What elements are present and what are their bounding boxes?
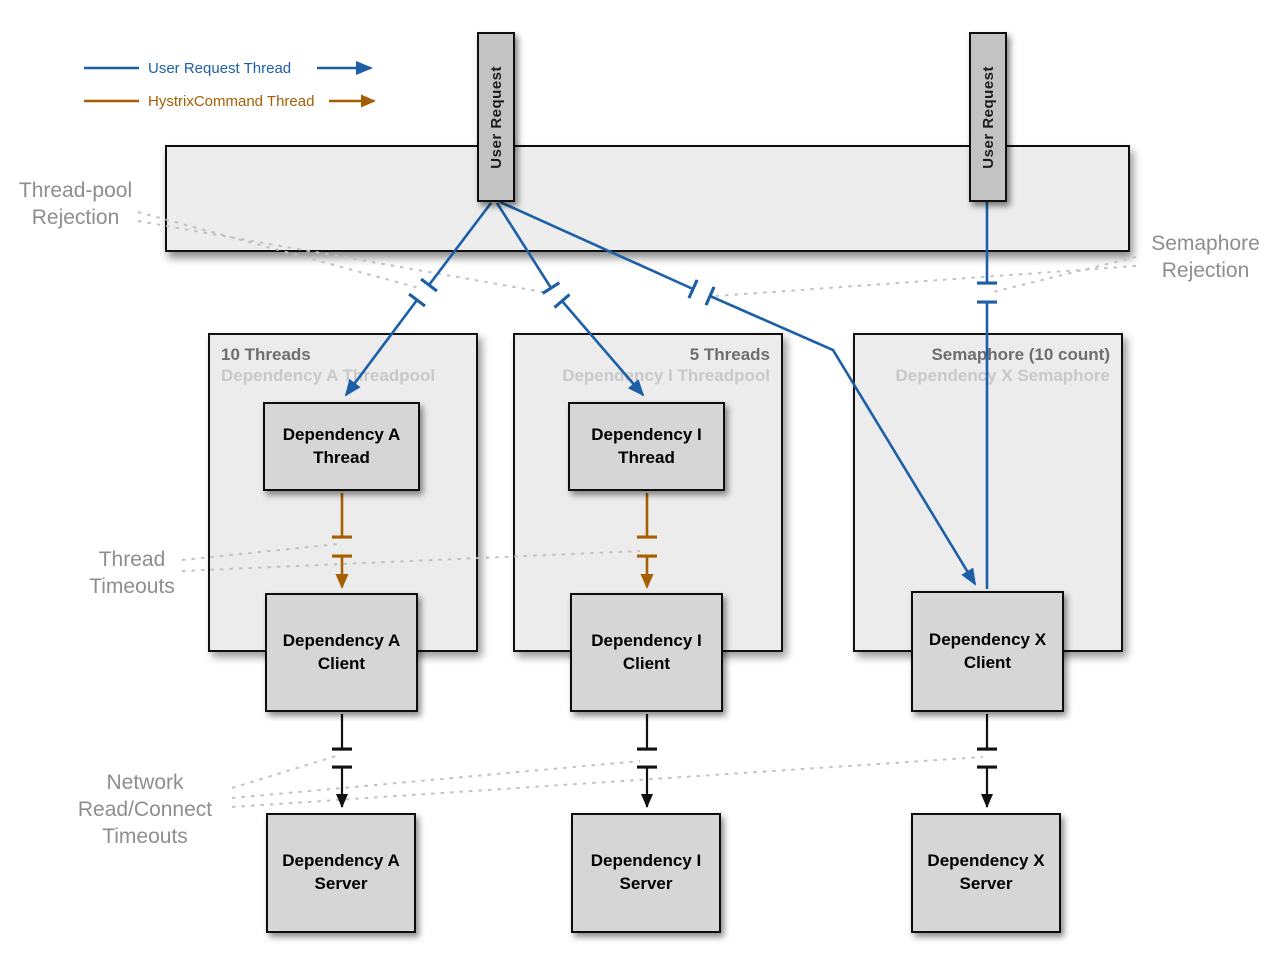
dependency-x-client-box: Dependency X Client — [911, 591, 1064, 712]
dependency-i-server-box: Dependency I Server — [571, 813, 721, 933]
flow-ur1-clientX-lower — [704, 286, 977, 586]
semaphore-rejection-label: Semaphore Rejection — [1151, 232, 1260, 282]
dependency-a-server-box: Dependency A Server — [266, 813, 416, 933]
semaphore-x-title: Semaphore (10 count) — [931, 345, 1110, 364]
leader-thread-timeout-a — [181, 543, 339, 561]
dependency-i-client-box: Dependency I Client — [570, 593, 723, 712]
leader-thread-timeout-i — [181, 550, 641, 572]
leader-network-timeout-x — [231, 756, 984, 808]
dependency-x-server-box: Dependency X Server — [911, 813, 1061, 933]
dependency-a-thread-box: Dependency A Thread — [263, 402, 420, 491]
leader-network-timeout-a — [231, 755, 337, 789]
flow-ur1-threadI-upper — [495, 202, 561, 295]
dependency-a-client-box: Dependency A Client — [265, 593, 418, 712]
user-request-box-left: User Request — [477, 32, 515, 202]
thread-timeouts-label: Thread Timeouts — [89, 548, 175, 598]
user-request-box-right: User Request — [969, 32, 1007, 202]
network-timeouts-label: Network Read/Connect Timeouts — [77, 771, 213, 848]
flow-ur1-threadA-upper — [420, 202, 493, 293]
leader-network-timeout-i — [231, 760, 641, 799]
dependency-i-thread-box: Dependency I Thread — [568, 402, 725, 491]
user-request-label-left: User Request — [487, 65, 505, 169]
thread-pool-rejection-label: Thread-pool Rejection — [18, 179, 133, 229]
legend-hystrix-label: HystrixCommand Thread — [148, 93, 315, 110]
flow-ur1-threadA-lower — [344, 292, 426, 397]
leader-semaphore-rejection-diagonal — [715, 265, 1137, 297]
flow-ur1-clientX-upper — [499, 200, 699, 299]
dotted-leaders — [137, 211, 1137, 808]
legend-user-request-label: User Request Thread — [148, 60, 292, 77]
user-request-label-right: User Request — [979, 65, 997, 169]
threadpool-a-title: 10 Threads — [221, 345, 311, 364]
leader-threadpool-rejection-a — [137, 211, 420, 289]
leader-semaphore-rejection-vertical — [992, 256, 1137, 293]
flow-ur1-threadI-lower — [553, 293, 645, 397]
leader-threadpool-rejection-i — [137, 220, 544, 293]
